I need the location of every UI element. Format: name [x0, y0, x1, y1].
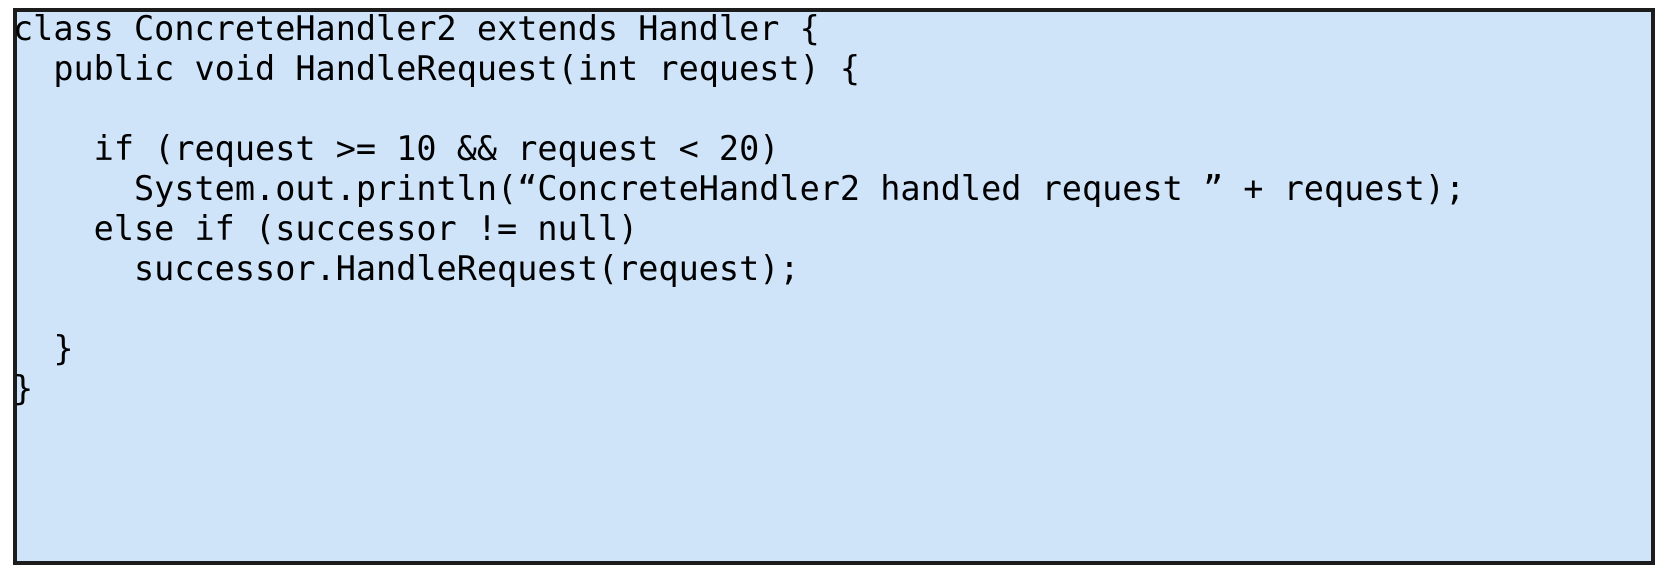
- java-code-block: [13, 8, 1655, 565]
- code-line-blank: [13, 289, 1465, 329]
- code-line: if (request >= 10 && request < 20): [13, 129, 780, 168]
- code-line: }: [13, 329, 74, 368]
- code-line: public void HandleRequest(int request) {: [13, 49, 861, 88]
- code-line: else if (successor != null): [13, 209, 639, 248]
- code-line-blank: [13, 89, 1465, 129]
- code-line: class ConcreteHandler2 extends Handler {: [13, 9, 820, 48]
- code-line: }: [13, 369, 34, 408]
- code-line: successor.HandleRequest(request);: [13, 249, 800, 288]
- code-listing: class ConcreteHandler2 extends Handler {…: [13, 9, 1465, 409]
- code-line: System.out.println(“ConcreteHandler2 han…: [13, 169, 1466, 208]
